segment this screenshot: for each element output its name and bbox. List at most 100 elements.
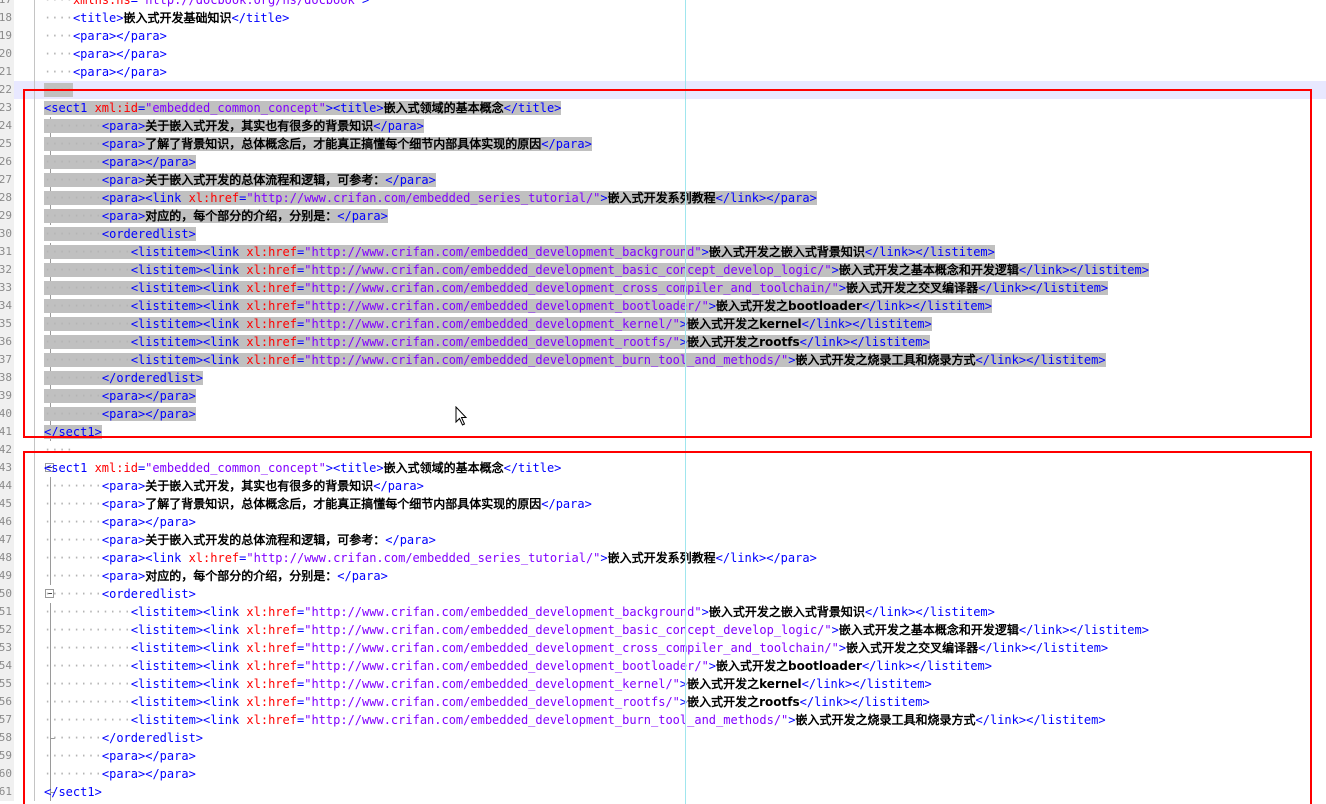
editor-line[interactable]: 23<sect1 xml:id="embedded_common_concept… — [0, 99, 1326, 117]
fold-collapse-icon[interactable] — [45, 463, 54, 472]
editor-line[interactable]: 45········<para>了解了背景知识，总体概念后，才能真正搞懂每个细节… — [0, 495, 1326, 513]
editor-line[interactable]: 59········<para></para> — [0, 747, 1326, 765]
editor-line[interactable]: 38········</orderedlist> — [0, 369, 1326, 387]
editor-line[interactable]: 24········<para>关于嵌入式开发，其实也有很多的背景知识</par… — [0, 117, 1326, 135]
indent-dot: · — [51, 695, 59, 709]
editor-line[interactable]: 44········<para>关于嵌入式开发，其实也有很多的背景知识</par… — [0, 477, 1326, 495]
editor-line[interactable]: 25········<para>了解了背景知识，总体概念后，才能真正搞懂每个细节… — [0, 135, 1326, 153]
editor-line[interactable]: 57············<listitem><link xl:href="h… — [0, 711, 1326, 729]
fold-margin[interactable] — [14, 225, 54, 243]
editor-line[interactable]: 33············<listitem><link xl:href="h… — [0, 279, 1326, 297]
editor-line[interactable]: 32············<listitem><link xl:href="h… — [0, 261, 1326, 279]
editor-line[interactable]: 43<sect1 xml:id="embedded_common_concept… — [0, 459, 1326, 477]
indent-dot: · — [87, 659, 95, 673]
indent-dot: · — [51, 767, 59, 781]
indent-dot: · — [87, 299, 95, 313]
fold-collapse-icon[interactable] — [45, 589, 54, 598]
indent-dot: · — [80, 119, 88, 133]
editor-line[interactable]: 18····<title>嵌入式开发基础知识</title> — [0, 9, 1326, 27]
indent-dot: · — [44, 281, 52, 295]
editor-line[interactable]: 37············<listitem><link xl:href="h… — [0, 351, 1326, 369]
tag-token: </title> — [503, 101, 562, 115]
indent-dot: · — [87, 245, 95, 259]
indent-dot: · — [72, 587, 81, 601]
editor-line[interactable]: 30········<orderedlist> — [0, 225, 1326, 243]
editor-line[interactable]: 47········<para>关于嵌入式开发的总体流程和逻辑，可参考：</pa… — [0, 531, 1326, 549]
editor-line[interactable]: 58········</orderedlist> — [0, 729, 1326, 747]
text-token: 关于嵌入式开发的总体流程和逻辑，可参考： — [145, 533, 386, 547]
editor-line[interactable]: 34············<listitem><link xl:href="h… — [0, 297, 1326, 315]
code-content: ········<para>对应的，每个部分的介绍，分别是：</para> — [44, 209, 388, 223]
indent-dot: · — [65, 0, 73, 7]
indent-dot: · — [101, 677, 110, 691]
editor-line[interactable]: 46········<para></para> — [0, 513, 1326, 531]
indent-dot: · — [116, 605, 124, 619]
indent-dot: · — [58, 623, 66, 637]
editor-line[interactable]: 42···· — [0, 441, 1326, 459]
indent-dot: · — [51, 497, 59, 511]
editor-line[interactable]: 39········<para></para> — [0, 387, 1326, 405]
editor-line[interactable]: 31············<listitem><link xl:href="h… — [0, 243, 1326, 261]
editor-line[interactable]: 40········<para></para> — [0, 405, 1326, 423]
editor-line[interactable]: 48········<para><link xl:href="http://ww… — [0, 549, 1326, 567]
editor-line[interactable]: 20····<para></para> — [0, 45, 1326, 63]
editor-line[interactable]: 28········<para><link xl:href="http://ww… — [0, 189, 1326, 207]
editor-line[interactable]: 29········<para>对应的，每个部分的介绍，分别是：</para> — [0, 207, 1326, 225]
editor-line[interactable]: 36············<listitem><link xl:href="h… — [0, 333, 1326, 351]
editor-line[interactable]: 54············<listitem><link xl:href="h… — [0, 657, 1326, 675]
editor-line[interactable]: 49········<para>对应的，每个部分的介绍，分别是：</para> — [0, 567, 1326, 585]
editor-line[interactable]: 60········<para></para> — [0, 765, 1326, 783]
indent-dot: · — [58, 47, 66, 61]
fold-margin — [14, 405, 51, 423]
code-content: </sect1> — [44, 425, 102, 439]
indent-dot: · — [51, 317, 59, 331]
code-text: ············<listitem><link xl:href="htt… — [44, 711, 1106, 729]
editor-line[interactable]: 27········<para>关于嵌入式开发的总体流程和逻辑，可参考：</pa… — [0, 171, 1326, 189]
indent-dot: · — [101, 281, 110, 295]
fold-margin[interactable] — [14, 585, 54, 603]
indent-dot: · — [58, 353, 66, 367]
indent-dot: · — [87, 605, 95, 619]
indent-dot: · — [87, 767, 95, 781]
indent-dot: · — [58, 65, 66, 79]
editor-line[interactable]: 22···· — [0, 81, 1326, 99]
editor-line[interactable]: 61</sect1> — [0, 783, 1326, 801]
editor-line[interactable]: 41</sect1> — [0, 423, 1326, 441]
editor-line[interactable]: 50········<orderedlist> — [0, 585, 1326, 603]
tag-token: </orderedlist> — [101, 731, 204, 745]
text-token: 嵌入式开发之bootloader — [716, 659, 862, 673]
tag-token: <para> — [101, 209, 146, 223]
indent-dot: · — [58, 11, 66, 25]
editor-line[interactable]: 21····<para></para> — [0, 63, 1326, 81]
tag-token: <listitem><link — [130, 677, 247, 691]
code-text: ············<listitem><link xl:href="htt… — [44, 693, 930, 711]
editor-line[interactable]: 56············<listitem><link xl:href="h… — [0, 693, 1326, 711]
indent-dot: · — [123, 641, 131, 655]
editor-line[interactable]: 19····<para></para> — [0, 27, 1326, 45]
fold-margin[interactable] — [14, 99, 54, 117]
code-content: ············<listitem><link xl:href="htt… — [44, 317, 932, 331]
editor-line[interactable]: 55············<listitem><link xl:href="h… — [0, 675, 1326, 693]
editor-line[interactable]: 26········<para></para> — [0, 153, 1326, 171]
indent-dot: · — [58, 137, 66, 151]
tag-token: </para> — [541, 137, 592, 151]
indent-dot: · — [94, 245, 102, 259]
tag-token: <listitem><link — [130, 317, 247, 331]
indent-dot: · — [80, 209, 88, 223]
tag-token: <para><link — [101, 191, 189, 205]
editor-line[interactable]: 52············<listitem><link xl:href="h… — [0, 621, 1326, 639]
editor-line[interactable]: 53············<listitem><link xl:href="h… — [0, 639, 1326, 657]
indent-dot: · — [94, 713, 102, 727]
code-text: ········<para></para> — [44, 153, 196, 171]
value-token: "embedded_common_concept" — [145, 461, 326, 475]
fold-margin[interactable] — [14, 459, 54, 477]
code-text: ········<para>对应的，每个部分的介绍，分别是：</para> — [44, 207, 388, 225]
indent-dot: · — [94, 767, 102, 781]
indent-dot: · — [51, 119, 59, 133]
editor-line[interactable]: 51············<listitem><link xl:href="h… — [0, 603, 1326, 621]
indent-dot: · — [51, 605, 59, 619]
indent-dot: · — [80, 371, 88, 385]
editor-line[interactable]: 35············<listitem><link xl:href="h… — [0, 315, 1326, 333]
code-text: ····<para></para> — [44, 63, 167, 81]
